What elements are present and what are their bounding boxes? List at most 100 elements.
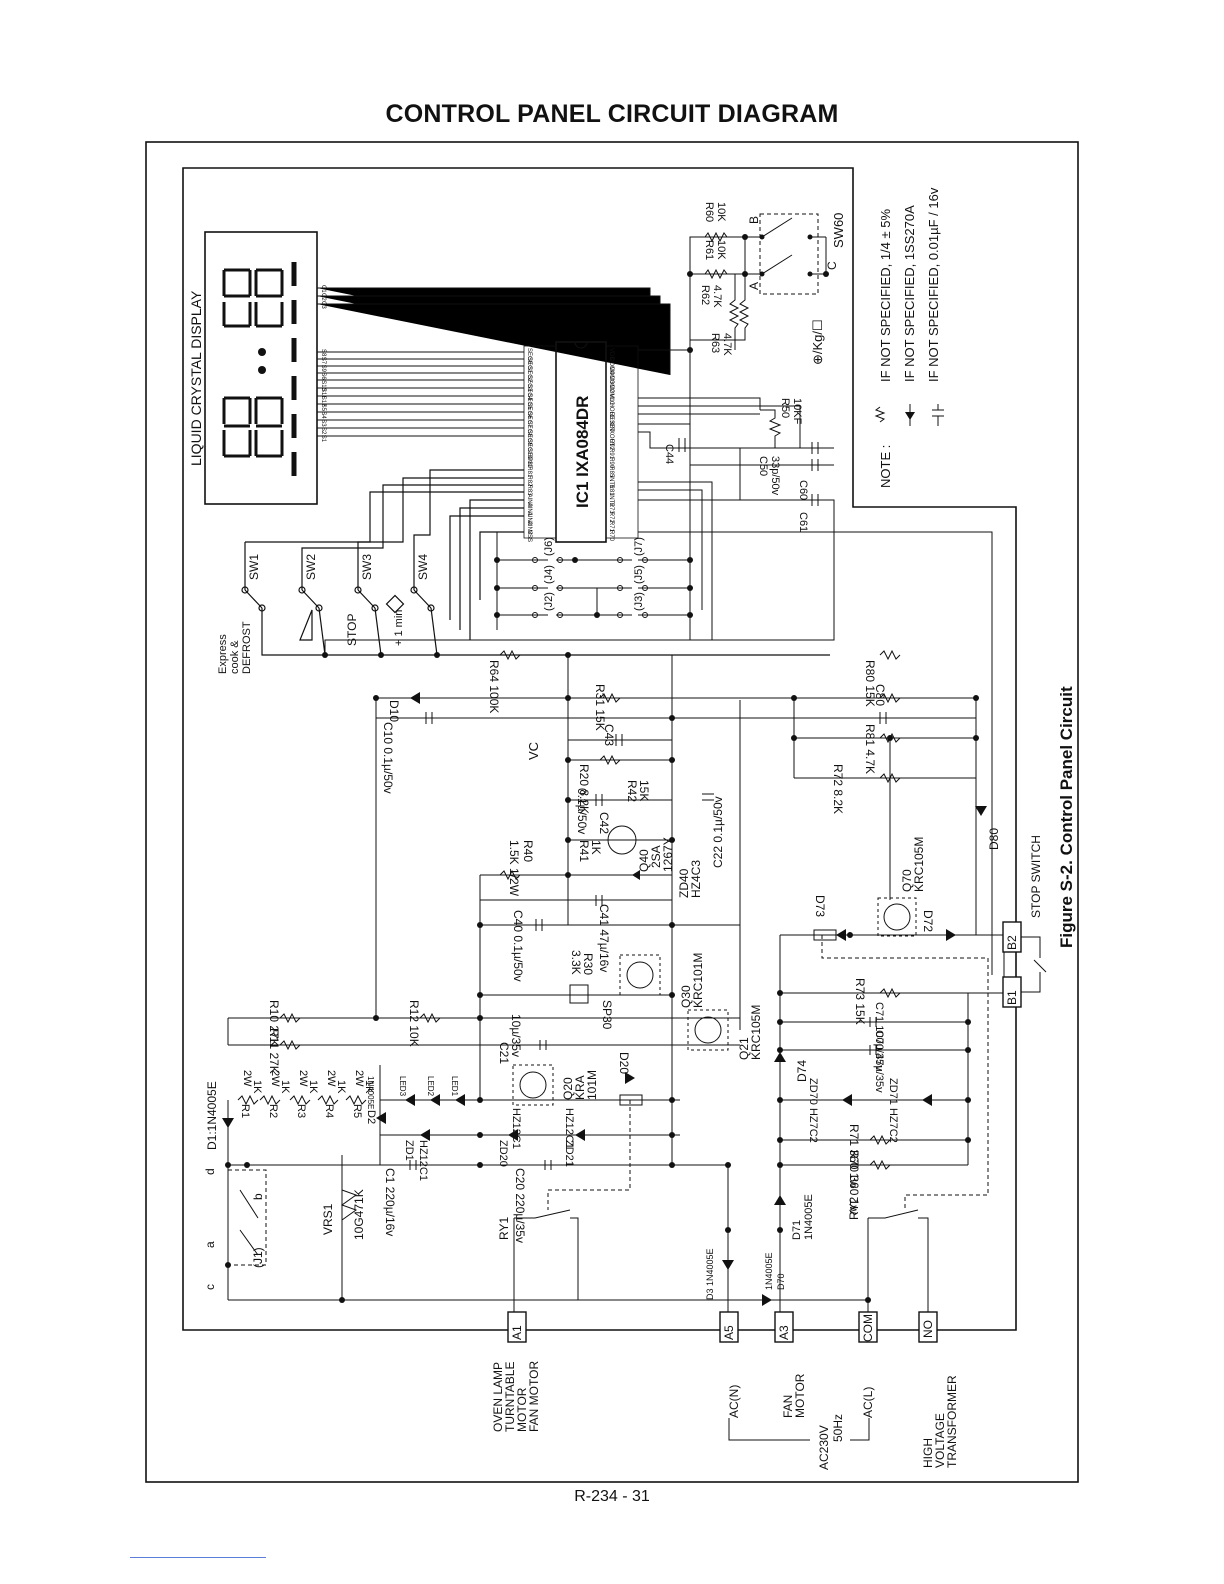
resistor-array-ref: R4 [323, 1104, 335, 1118]
ic-right-pin-label: R92 [608, 439, 614, 451]
terminal-label-no: VOLTAGE [933, 1413, 947, 1468]
terminal-label-no: TRANSFORMER [945, 1375, 959, 1468]
jumper-j2: (J2) [543, 592, 555, 611]
lcd-common-label: C1 [320, 285, 326, 293]
ic-left-pin-label: SEG3 [526, 375, 532, 392]
component-label-d2: D2 [365, 1110, 377, 1124]
lcd-segment-label: S2 [320, 427, 326, 435]
component-ref-label: R63 [709, 333, 721, 353]
terminal-label-a3: MOTOR [793, 1373, 807, 1418]
ic1-label: IC1 IXA084DR [573, 396, 592, 508]
component-label-r42: R42 [625, 780, 639, 802]
component-label-stop_switch: STOP SWITCH [1029, 835, 1043, 918]
key-switches [241, 469, 830, 656]
component-ref-label: R60 [703, 202, 715, 222]
terminal-com: COM [861, 1314, 875, 1342]
resistor-array-ref: R1 [239, 1104, 251, 1118]
lcd-common-label: C2 [320, 293, 326, 301]
component-label-d71v: 1N4005E [803, 1194, 815, 1240]
resistor-array-ref: R5 [351, 1104, 363, 1118]
resistor-array-power: 2W [241, 1070, 253, 1087]
component-label-zd40v: HZ4C3 [689, 860, 703, 898]
note-resistor: IF NOT SPECIFIED, 1/4 ± 5% [878, 209, 893, 382]
lcd-segment-label: S12 [320, 396, 326, 407]
lcd-segment-label: S6 [320, 372, 326, 380]
ic1-body [523, 341, 639, 543]
sw4-label: SW4 [416, 554, 430, 580]
component-label-zd21: ZD21 [563, 1140, 575, 1167]
terminal-b2: B2 [1005, 935, 1019, 950]
diagram-title: CONTROL PANEL CIRCUIT DIAGRAM [385, 100, 839, 128]
transistors [512, 825, 917, 1106]
component-label-c42: C42 [597, 812, 611, 834]
component-label-c80: C80 [873, 684, 887, 706]
ic-left-pin-label: AIN3 [526, 521, 532, 535]
component-label-hz12c1-c: HZ12C1 [563, 1108, 575, 1149]
component-label-q40v2: 1267Y [661, 837, 675, 872]
diodes [222, 692, 987, 1306]
ic-left-pin-label: SEG8 [526, 421, 532, 438]
ic-right-pin-label: R70 [608, 530, 614, 542]
component-ref-label: C44 [663, 444, 675, 464]
component-label-hz12c1-b: HZ12C1 [510, 1108, 522, 1149]
component-label-sp30: SP30 [600, 1000, 614, 1030]
jumper-j4: (J4) [543, 565, 555, 584]
resistor-array-power: 2W [297, 1070, 309, 1087]
sw1-label: SW1 [247, 554, 261, 580]
jumper-j6: (J6) [543, 537, 555, 556]
component-value-label: 4.7K [721, 333, 733, 356]
lcd-common-label: C3 [320, 301, 326, 309]
resistor-array-power: 2W [325, 1070, 337, 1087]
component-label-c20: C20 220µ/35v [513, 1168, 527, 1243]
ic-right-pin-label: R71 [608, 521, 614, 533]
component-label-q21v: KRC105M [749, 1005, 763, 1060]
figure-caption: Figure S-2. Control Panel Circuit [1057, 686, 1076, 948]
terminal-a5: A5 [722, 1325, 736, 1340]
ic-right-pin-label: R72 [608, 512, 614, 524]
ic-right-pin-label: COM2 [608, 375, 614, 393]
ic-right-pin-label: R90 [608, 457, 614, 469]
component-label-c41: C41 47µ/16v [597, 904, 611, 972]
jumper-j5: (J5) [633, 565, 645, 584]
component-label-q70: Q70 [900, 869, 914, 892]
component-label-q40v: 2SA [649, 845, 663, 868]
terminal-label-a1: FAN MOTOR [527, 1361, 541, 1432]
ic-right-pin-label: R85 [608, 466, 614, 478]
ic-right-pin-label: COM3 [608, 366, 614, 384]
component-label-r81: R81 4.7K [863, 724, 877, 774]
component-ref-label: R61 [703, 240, 715, 260]
lcd-segment-label: S11 [320, 388, 326, 399]
component-label-d74: D74 [795, 1060, 809, 1082]
component-label-c22: C22 0.1µ/50v [711, 796, 725, 868]
terminal-label-a1: TURNTABLE [503, 1362, 517, 1432]
ic-left-pin-label: AIN2 [526, 512, 532, 526]
sw1-func-line2: cook & [229, 640, 241, 674]
terminal-no: NO [921, 1320, 935, 1338]
component-label-r42v: 15K [637, 780, 651, 801]
component-label-c70: C70 47µ/35v [873, 1030, 885, 1093]
component-label-sw_a: a [203, 1241, 217, 1248]
component-value-label: 10KF [791, 398, 803, 425]
component-label-r30: R30 [581, 953, 595, 975]
resistor-array-ref: R2 [267, 1104, 279, 1118]
component-label-led3: LED3 [398, 1076, 407, 1097]
note-diode: IF NOT SPECIFIED, 1SS270A [902, 205, 917, 382]
component-label-vrs1v: 10G471K [352, 1189, 366, 1240]
component-label-hz12c1-a: HZ12C1 [417, 1140, 429, 1181]
terminal-label-a5: AC(N) [727, 1385, 741, 1418]
terminal-boxes [507, 921, 1022, 1343]
component-label-r41: R41 [577, 840, 591, 862]
component-label-ry1: RY1 [497, 1217, 511, 1240]
component-ref-label: C60 [797, 480, 809, 500]
component-label-r30v: 3.3K [569, 950, 583, 975]
component-label-r40: R40 [521, 840, 535, 862]
lcd-segment-label: S9 [320, 365, 326, 373]
lcd-label: LIQUID CRYSTAL DISPLAY [188, 290, 204, 466]
component-label-d2v: 1N4005E [366, 1076, 375, 1109]
component-label-c43: C43 [602, 724, 616, 746]
terminal-label-a1: MOTOR [515, 1387, 529, 1432]
sw3-label: SW3 [360, 554, 374, 580]
lcd-segment-label: S8 [320, 349, 326, 357]
sw60-contact-c: C [825, 261, 839, 270]
